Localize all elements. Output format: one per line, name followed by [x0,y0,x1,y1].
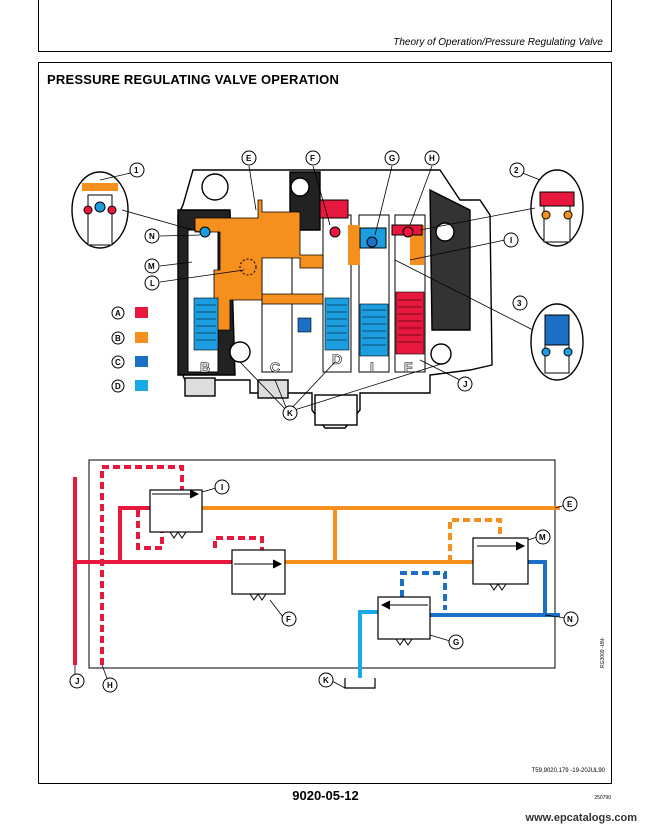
callout-2: 2 [509,162,525,178]
side-codes: RG3009 -UN- [600,637,606,668]
callout-f: F [305,150,321,166]
leader-lines [99,165,541,413]
ball-g [366,236,378,248]
callout-e: E [241,150,257,166]
small-code: 250790 [594,795,611,801]
header-title: Theory of Operation/Pressure Regulating … [393,37,603,48]
top-callouts: 1 2 3 E F G H I N M L J K [129,150,528,421]
svg-text:M: M [148,262,155,271]
svg-text:C: C [270,359,280,375]
svg-text:L: L [150,279,155,288]
svg-text:2: 2 [514,166,519,175]
svg-text:J: J [75,677,79,686]
callout-l: L [144,275,160,291]
svg-text:A: A [115,309,121,318]
svg-text:G: G [453,638,459,647]
callout-h: H [424,150,440,166]
callout-1: 1 [129,162,145,178]
callout-h-sch: H [102,677,118,693]
svg-text:N: N [149,232,155,241]
legend-item-d: D [111,379,148,393]
callout-i: I [214,479,230,495]
schematic-callouts: I E M F N G K J H [69,479,579,693]
callout-f-sch: F [281,611,297,627]
orange-passage [194,199,324,331]
callout-g: G [384,150,400,166]
svg-text:C: C [115,358,121,367]
svg-text:I: I [221,483,223,492]
callout-n: N [563,611,579,627]
orange-cavity [348,225,360,265]
ball-h [402,226,414,238]
svg-text:3: 3 [517,299,522,308]
svg-text:M: M [539,533,546,542]
legend-item-a: A [111,306,148,320]
svg-text:D: D [115,382,121,391]
svg-text:B: B [115,334,121,343]
svg-text:F: F [310,154,315,163]
orifice-l [239,258,257,276]
svg-text:D: D [332,351,342,367]
spring-area [193,291,425,357]
spring-coils [196,299,422,346]
legend-item-b: B [111,331,148,345]
ball-f [329,226,341,238]
red-cap-f [319,199,349,219]
callout-3: 3 [512,295,528,311]
figure-reference: T59,9020,179 -19-20JUL90 [531,768,605,774]
legend-item-c: C [111,355,148,369]
svg-text:E: E [246,154,252,163]
section-title: PRESSURE REGULATING VALVE OPERATION [47,72,340,87]
callout-i-top: I [503,232,519,248]
svg-text:H: H [429,154,435,163]
svg-text:N: N [567,615,573,624]
schematic [73,459,567,689]
callout-k: K [318,672,334,688]
detail-3 [530,303,584,381]
svg-text:I: I [510,236,512,245]
callout-m: M [535,529,551,545]
page-number: 9020-05-12 [292,788,359,803]
body-letters: B C D I F [200,351,414,376]
svg-text:F: F [404,359,413,375]
svg-text:B: B [200,359,210,375]
callout-k-top: K [282,405,298,421]
callout-m-top: M [144,258,160,274]
legend: A B C D [111,306,148,393]
svg-text:H: H [107,681,113,690]
callout-g-sch: G [448,634,464,650]
content-frame: PRESSURE REGULATING VALVE OPERATION [38,62,612,784]
svg-text:I: I [370,359,374,375]
svg-text:F: F [286,615,291,624]
footer-url[interactable]: www.epcatalogs.com [525,812,637,824]
ball-n [199,226,211,238]
svg-text:K: K [323,676,329,685]
svg-text:E: E [567,500,573,509]
header-frame: Theory of Operation/Pressure Regulating … [38,0,612,52]
detail-2 [530,169,584,247]
svg-text:K: K [287,409,293,418]
callout-j: J [69,673,85,689]
callout-j-top: J [457,376,473,392]
detail-1 [71,171,129,249]
svg-text:G: G [389,154,395,163]
callout-n-top: N [144,228,160,244]
svg-text:J: J [463,380,467,389]
callout-e-sch: E [562,496,578,512]
svg-text:1: 1 [134,166,139,175]
